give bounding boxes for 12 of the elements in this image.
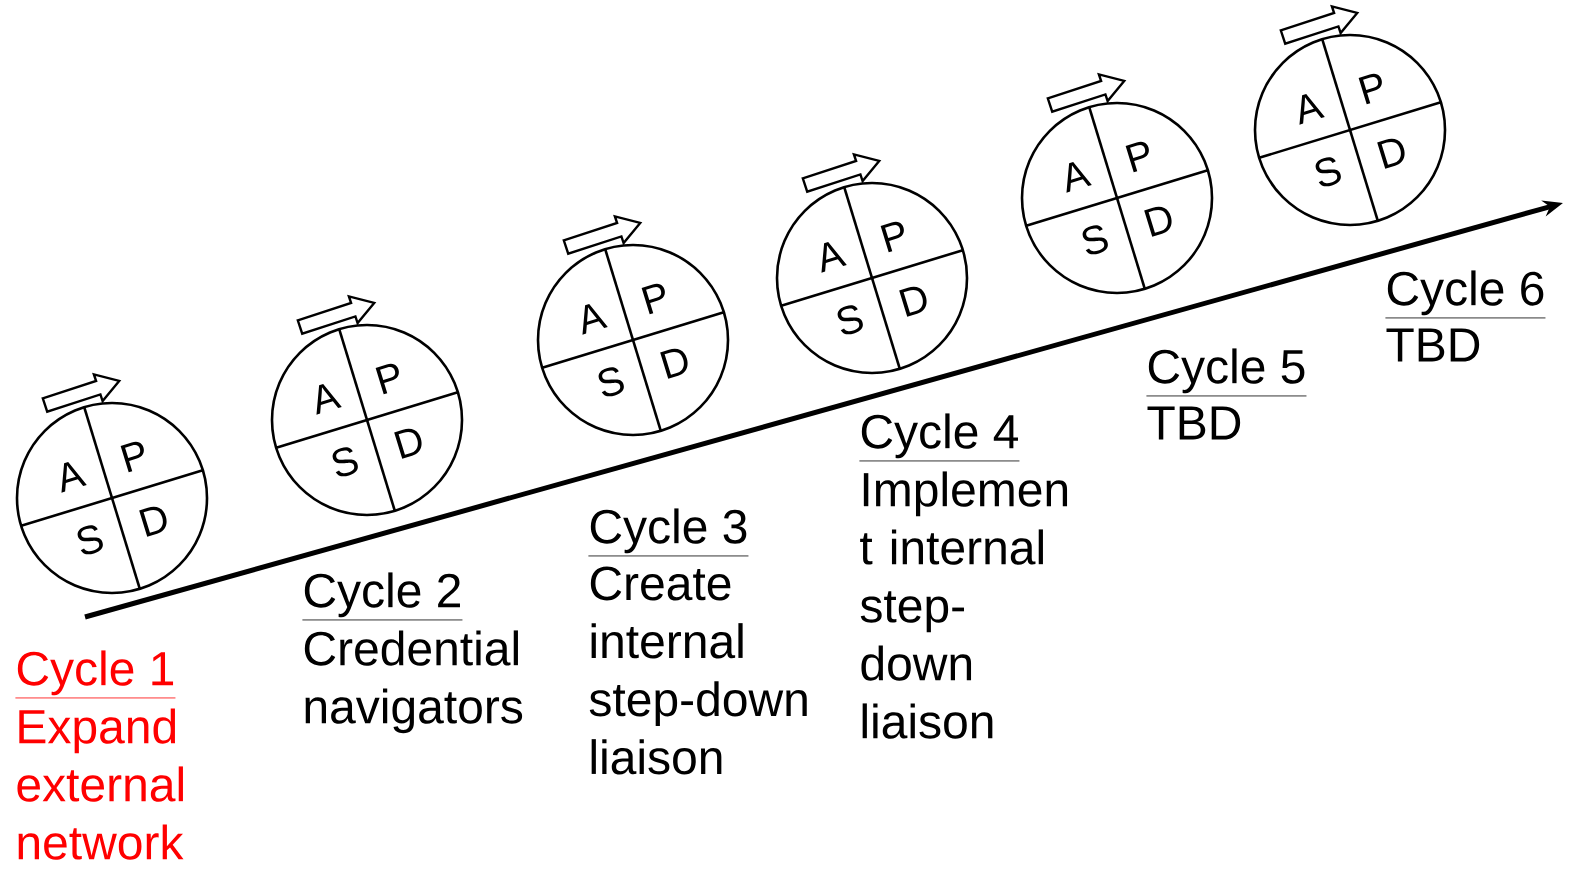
cycle-description: Credential navigators [304, 630, 523, 734]
cycle-description: Implemen t internal step- down liaison [860, 471, 1068, 739]
cycle-description: Create internal step-down liaison [589, 566, 807, 775]
cycle-heading: Cycle 1 [15, 650, 176, 699]
cycle-description: TBD [1147, 406, 1241, 440]
cycle-heading: Cycle 6 [1385, 270, 1546, 319]
cycle-description: Expand external network [17, 708, 184, 860]
cycle-heading: Cycle 5 [1146, 348, 1307, 397]
cycle-description: TBD [1386, 328, 1480, 362]
cycle-heading: Cycle 4 [859, 413, 1020, 462]
cycle-heading: Cycle 2 [302, 572, 463, 621]
cycle-heading: Cycle 3 [588, 508, 749, 557]
